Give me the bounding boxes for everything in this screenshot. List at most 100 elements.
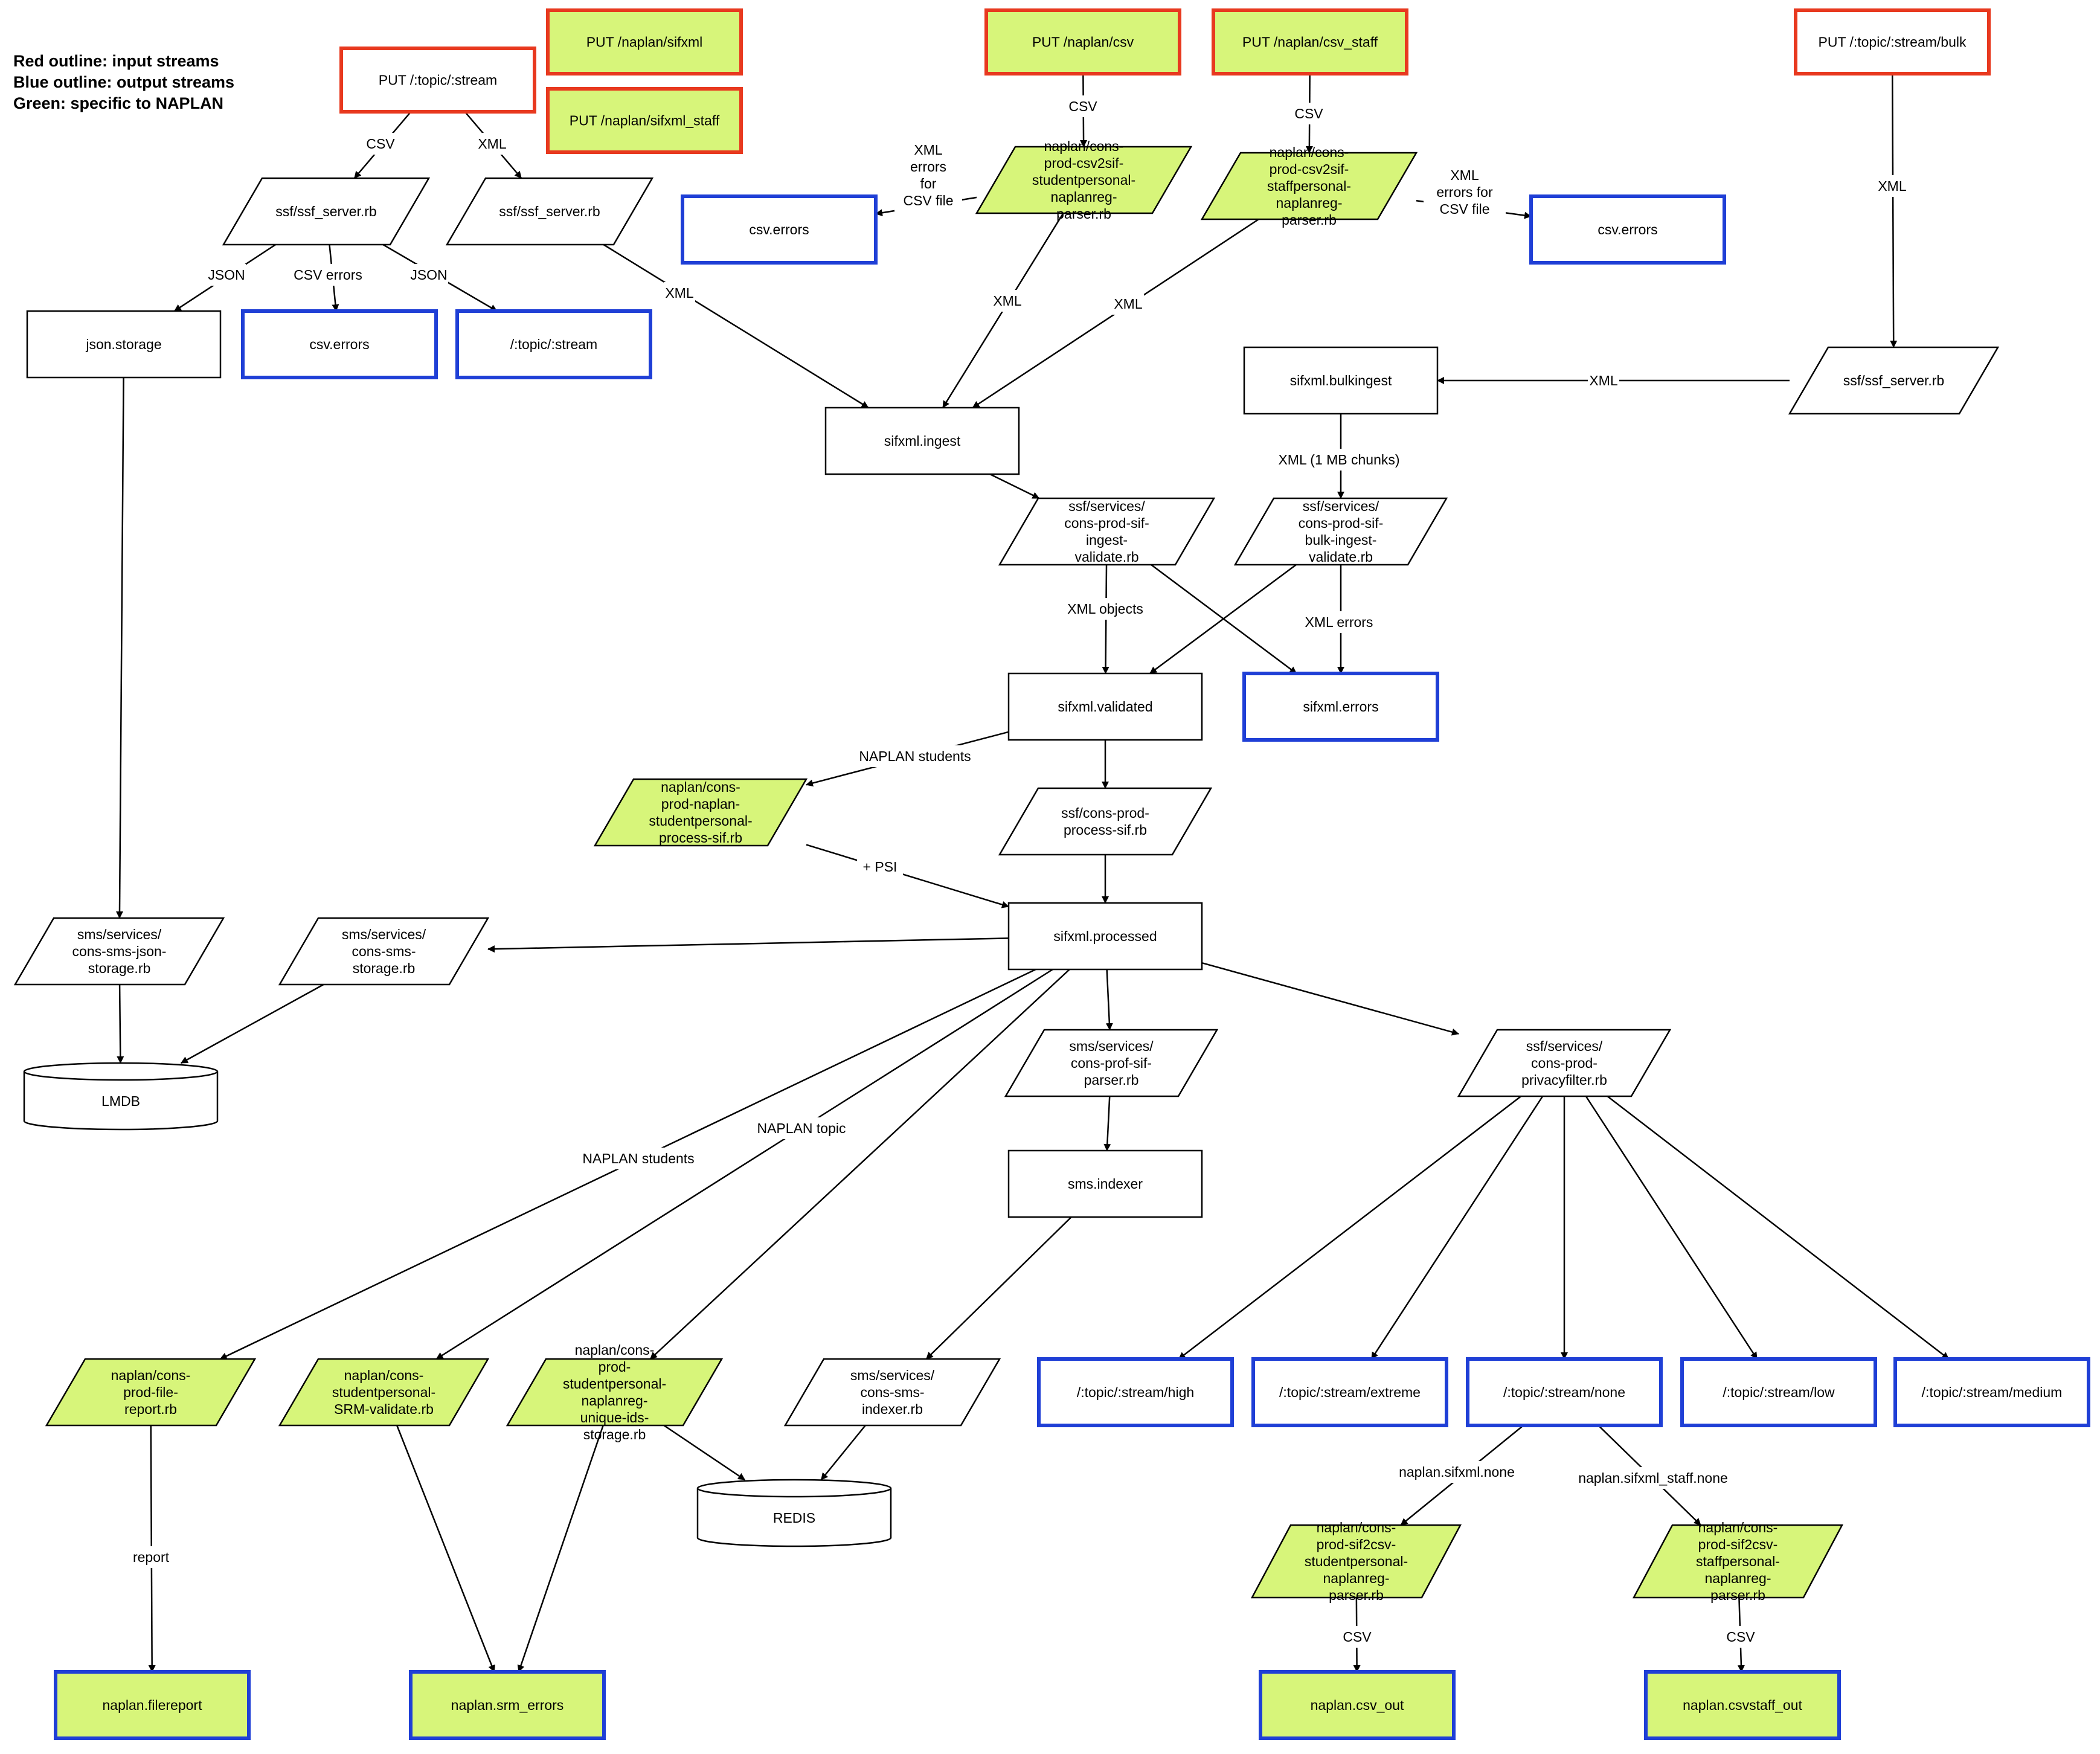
edge-label-text: XML — [1589, 373, 1618, 388]
legend-input-streams: Red outline: input streams — [13, 52, 219, 70]
node-shape — [998, 497, 1216, 566]
node-shape — [1200, 152, 1418, 220]
node-shape — [1250, 1524, 1462, 1599]
edge-privacyfilter-to-stream-medium — [1607, 1096, 1950, 1360]
node-label-line: storage.rb — [353, 960, 416, 976]
edge-label-text: JSON — [208, 267, 245, 283]
node-shape — [1893, 1357, 2090, 1427]
node-label-line: sifxml.errors — [1303, 699, 1378, 715]
node-shape — [1680, 1357, 1877, 1427]
edge-label-bg — [1588, 370, 1619, 391]
node-label-line: studentpersonal- — [332, 1384, 435, 1400]
edge-label-text: XML — [1878, 178, 1907, 194]
node-sms-json-storage: sms/services/cons-sms-json-storage.rb — [13, 917, 225, 986]
node-shape — [222, 177, 431, 246]
node-ssf-server-b: ssf/ssf_server.rb — [445, 177, 654, 246]
node-shape — [278, 917, 490, 986]
node-label-line: prod-file- — [123, 1384, 178, 1400]
edge-label: + PSI — [857, 856, 903, 878]
node-label-line: naplanreg- — [1323, 1570, 1390, 1586]
node-shape — [241, 309, 438, 379]
node-srm-validate: naplan/cons-studentpersonal-SRM-validate… — [278, 1358, 490, 1427]
node-label-line: validate.rb — [1074, 549, 1138, 565]
node-shape — [26, 310, 222, 379]
node-label-line: naplan/cons- — [1317, 1520, 1396, 1535]
node-label-line: sms.indexer — [1068, 1176, 1143, 1192]
node-label-line: ssf/services/ — [1068, 498, 1145, 514]
edge-sifxml-processed-to-srm-validate — [435, 968, 1053, 1360]
node-sifxml-processed: sifxml.processed — [1007, 902, 1203, 971]
edge-unique-ids-to-srm-errors — [517, 1425, 604, 1672]
legend-naplan-specific: Green: specific to NAPLAN — [13, 94, 223, 112]
node-shape — [45, 1358, 257, 1427]
edge-label-text: NAPLAN students — [859, 748, 971, 764]
edge-label: NAPLAN students — [856, 745, 974, 767]
node-shape — [1788, 346, 2000, 415]
node-ssf-server-a: ssf/ssf_server.rb — [222, 177, 431, 246]
edge-label: CSV — [365, 133, 396, 155]
node-csvstaff-out: naplan.csvstaff_out — [1644, 1670, 1841, 1740]
node-label-line: naplan/cons- — [111, 1367, 191, 1383]
edge-sifxml-processed-to-unique-ids — [649, 969, 1070, 1360]
edge-label-text: CSV — [1294, 106, 1323, 121]
edge-label-text: NAPLAN students — [582, 1151, 694, 1166]
edge-sms-storage-to-lmdb — [180, 983, 324, 1064]
edge-label-bg — [1561, 1467, 1745, 1489]
node-sms-indexer-rb: sms/services/cons-sms-indexer.rb — [783, 1358, 1001, 1427]
edge-label-text: NAPLAN topic — [757, 1120, 846, 1136]
node-label-line: storage.rb — [88, 960, 151, 976]
edge-label-text: CSV errors — [294, 267, 362, 283]
node-ingest-validate: ssf/services/cons-prod-sif-ingest-valida… — [998, 497, 1216, 566]
node-label-line: /:topic/:stream — [510, 336, 597, 352]
edge-label: CSV errors — [287, 264, 369, 286]
node-put-csv: PUT /naplan/csv — [984, 8, 1181, 75]
edge-label-bg — [1273, 449, 1405, 471]
edge-label: XML (1 MB chunks) — [1273, 449, 1405, 471]
edge-label-text: CSV file — [903, 193, 953, 208]
node-label-line: /:topic/:stream/high — [1077, 1384, 1194, 1400]
edge-label-bg — [207, 264, 246, 286]
edge-sifxml-ingest-to-ingest-validate — [989, 473, 1040, 500]
edge-label-text: naplan.sifxml_staff.none — [1578, 1470, 1728, 1486]
node-shape — [506, 1358, 724, 1427]
node-shape — [1632, 1524, 1844, 1599]
node-label-line: PUT /naplan/csv — [1032, 34, 1134, 50]
node-put-sifxml: PUT /naplan/sifxml — [546, 8, 743, 75]
edge-bulk-ingest-validate-to-sifxml-validated — [1149, 564, 1297, 675]
node-label-line: studentpersonal- — [1305, 1553, 1408, 1569]
edge-label: XML errors — [1298, 611, 1380, 633]
node-shape — [339, 47, 536, 114]
node-csv-out: naplan.csv_out — [1259, 1670, 1456, 1740]
node-label-line: unique-ids- — [580, 1410, 649, 1425]
edge-sms-indexer-to-sms-indexer-rb — [925, 1216, 1072, 1360]
edge-label-bg — [753, 1117, 850, 1139]
node-shape — [1212, 8, 1408, 75]
node-stream-none: /:topic/:stream/none — [1466, 1357, 1663, 1427]
edge-label-text: CSV file — [1439, 201, 1489, 217]
edge-label-text: for — [920, 176, 937, 191]
edge-privacyfilter-to-stream-extreme — [1370, 1096, 1544, 1360]
edge-label-text: errors for — [1436, 184, 1493, 200]
node-label-line: naplanreg- — [582, 1393, 648, 1409]
node-put-csv-staff: PUT /naplan/csv_staff — [1212, 8, 1408, 75]
node-label-line: /:topic/:stream/extreme — [1279, 1384, 1421, 1400]
node-label-line: cons-prof-sif- — [1071, 1055, 1152, 1071]
node-label-line: ssf/ssf_server.rb — [275, 204, 376, 219]
node-stream-high: /:topic/:stream/high — [1037, 1357, 1234, 1427]
node-sifxml-errors: sifxml.errors — [1242, 672, 1439, 742]
node-shape — [1644, 1670, 1841, 1740]
node-shape — [1242, 672, 1439, 742]
edge-label: NAPLAN topic — [753, 1117, 850, 1139]
edge-label-bg — [894, 139, 962, 211]
node-csv-errors-top: csv.errors — [681, 194, 878, 265]
edge-label: CSV — [1067, 95, 1099, 117]
node-shape — [1251, 1357, 1448, 1427]
node-label-line: naplanreg- — [1051, 189, 1117, 205]
node-label-line: naplan.csv_out — [1311, 1697, 1404, 1713]
node-shape — [1007, 902, 1203, 971]
node-label-line: cons-prod-sif- — [1064, 515, 1149, 531]
edge-ssf-server-b-to-sifxml-ingest — [603, 243, 869, 409]
node-label-line: PUT /naplan/csv_staff — [1242, 34, 1378, 50]
node-put-bulk: PUT /:topic/:stream/bulk — [1794, 8, 1991, 75]
